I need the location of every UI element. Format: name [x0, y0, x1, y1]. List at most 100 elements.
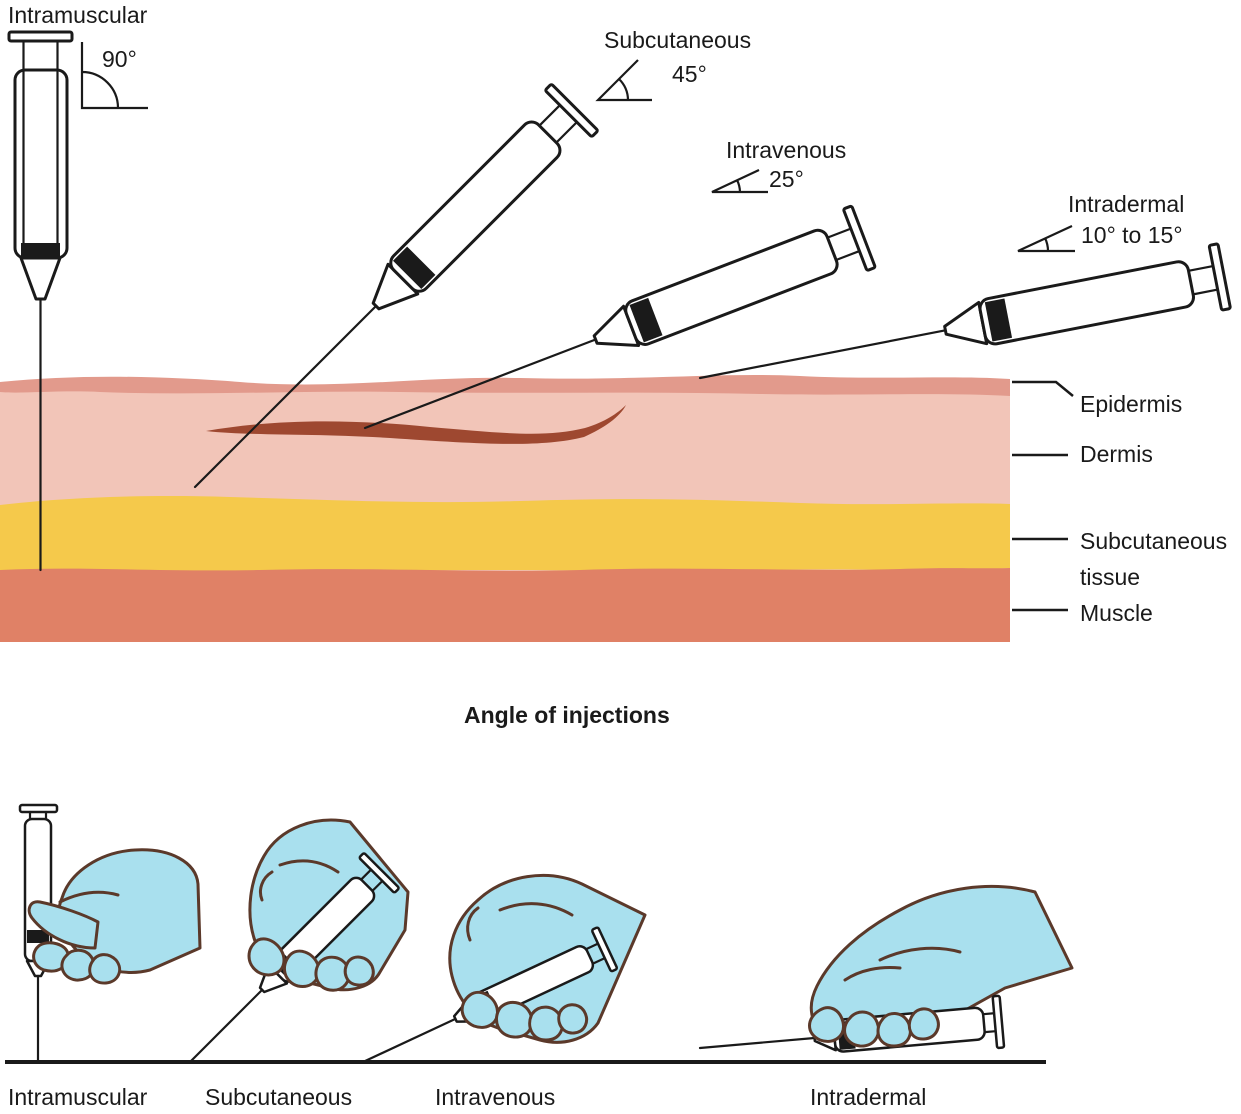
plunger-rod-bottom	[983, 1030, 997, 1034]
finger	[343, 955, 375, 987]
plunger-rod-bottom	[555, 121, 578, 144]
plunger-stopper	[392, 246, 436, 290]
thumb-line	[466, 906, 480, 942]
plunger-flange	[1207, 242, 1232, 312]
finger-crease-line	[843, 966, 902, 982]
label-intradermal-bottom: Intradermal	[810, 1084, 927, 1110]
syringe-taper	[19, 256, 62, 301]
angle-25-icon	[711, 169, 768, 194]
plunger-stopper	[27, 930, 49, 943]
plunger-flange	[358, 852, 400, 894]
plunger-stopper	[21, 243, 60, 257]
thumb-line	[258, 870, 274, 902]
angle-10-15-lines	[1017, 225, 1075, 253]
knuckle-line	[58, 890, 120, 904]
finger	[557, 1003, 589, 1035]
plunger-flange	[7, 30, 74, 43]
plunger-rod-bottom	[591, 957, 606, 965]
finger	[314, 955, 351, 992]
finger	[808, 1006, 845, 1043]
label-intramuscular-top: Intramuscular	[8, 2, 148, 28]
hand-intramuscular	[18, 803, 202, 1064]
angle-25-arc	[735, 179, 742, 193]
label-intramuscular-bottom: Intramuscular	[8, 1084, 148, 1110]
label-muscle: Muscle	[1080, 600, 1153, 626]
layer-leader-lines	[1012, 380, 1074, 612]
knuckle-line	[498, 902, 574, 917]
thumb	[27, 900, 100, 950]
plunger-stopper	[629, 297, 663, 343]
syringe-barrel	[13, 68, 69, 260]
knuckle-line	[878, 946, 962, 962]
angle-45-arc	[618, 78, 630, 101]
angle-25-lines	[711, 169, 768, 194]
muscle-layer	[0, 568, 1010, 642]
plunger-flange	[18, 803, 59, 814]
finger	[876, 1012, 912, 1048]
label-subcutaneous-bottom: Subcutaneous	[205, 1084, 353, 1110]
plunger-stopper	[984, 298, 1013, 342]
label-intradermal-top: Intradermal	[1068, 191, 1185, 217]
plunger-flange	[991, 994, 1006, 1050]
finger	[282, 949, 321, 988]
syringe-intradermal	[698, 242, 1232, 380]
plunger-rod-top	[585, 942, 600, 951]
finger	[460, 990, 499, 1029]
finger	[528, 1005, 564, 1042]
epidermis-layer	[0, 374, 1010, 396]
label-angle-45: 45°	[672, 61, 707, 87]
plunger-flange	[544, 83, 599, 138]
angle-45-lines	[595, 59, 652, 102]
plunger-rod-top	[538, 104, 561, 127]
finger	[843, 1010, 880, 1048]
knuckle-line	[278, 859, 340, 874]
angle-90-lines	[80, 42, 148, 110]
plunger-rod-top	[826, 227, 852, 239]
hand-intradermal	[698, 884, 1074, 1053]
needle	[698, 1036, 816, 1050]
finger	[907, 1007, 940, 1041]
angle-90-icon	[80, 42, 148, 110]
finger	[247, 937, 286, 977]
needle	[188, 988, 264, 1064]
epidermis-leader	[1012, 380, 1074, 397]
skin-layers	[0, 374, 1010, 642]
plunger-flange	[591, 926, 619, 973]
label-angle-25: 25°	[769, 166, 804, 192]
syringe-barrel	[978, 260, 1195, 346]
syringe-intravenous	[363, 204, 877, 430]
plunger-flange	[842, 204, 877, 272]
vein	[206, 405, 626, 444]
needle	[363, 338, 597, 430]
finger	[88, 953, 122, 985]
plunger-rod-top	[1187, 264, 1215, 272]
syringe-barrel	[389, 120, 562, 293]
label-angle-10-15: 10° to 15°	[1081, 222, 1183, 248]
label-intravenous-top: Intravenous	[726, 137, 847, 163]
syringe-taper	[592, 304, 641, 347]
syringe-intramuscular	[7, 30, 74, 572]
label-epidermis: Epidermis	[1080, 391, 1183, 417]
finger	[495, 1000, 534, 1039]
label-angle-90: 90°	[102, 46, 137, 72]
label-dermis: Dermis	[1080, 441, 1153, 467]
syringe-barrel	[624, 228, 839, 346]
label-intravenous-bottom: Intravenous	[435, 1084, 556, 1110]
syringe-taper	[943, 300, 989, 346]
angle-90-arc	[81, 70, 120, 109]
angle-10-15-arc	[1043, 237, 1050, 252]
hand-intravenous	[361, 873, 647, 1064]
angle-10-15-icon	[1017, 225, 1075, 253]
label-subcutaneous-top: Subcutaneous	[604, 27, 752, 53]
plunger-rod-top	[982, 1012, 996, 1016]
subcutaneous-layer	[0, 495, 1010, 575]
syringe-subcutaneous	[193, 83, 599, 489]
hands-holding-syringes-illustration	[5, 803, 1074, 1064]
section-title: Angle of injections	[464, 702, 670, 728]
skin-cross-section-illustration	[0, 30, 1232, 642]
hand-subcutaneous	[188, 818, 410, 1064]
needle	[193, 304, 378, 489]
needle	[361, 1017, 457, 1064]
label-subcutaneous-tissue: Subcutaneous tissue	[1080, 528, 1228, 590]
